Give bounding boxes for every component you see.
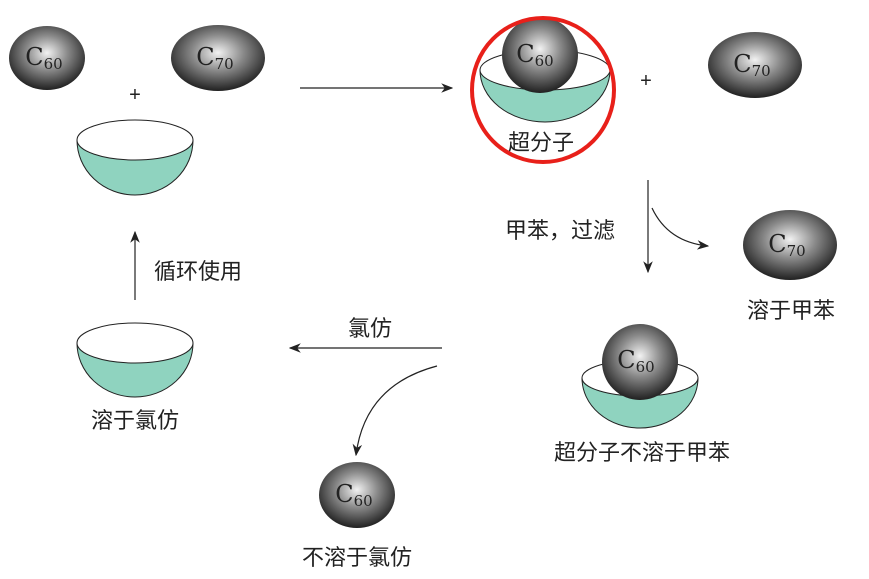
c60-molecule: C60 (319, 462, 395, 528)
svg-text:C60: C60 (25, 43, 62, 73)
supramolecule-complex: C60 (581, 324, 699, 429)
supramolecule-insoluble-label: 超分子不溶于甲苯 (554, 441, 730, 466)
soluble-toluene-label: 溶于甲苯 (747, 299, 835, 324)
host-bowl (76, 322, 194, 398)
recycle-label: 循环使用 (154, 260, 242, 285)
plus-sign: + (129, 84, 141, 106)
precipitate-arrow (352, 365, 438, 457)
chloroform-label: 氯仿 (348, 317, 392, 342)
host-bowl (76, 119, 194, 196)
c70-molecule: C70 (708, 32, 802, 98)
svg-text:C60: C60 (617, 346, 654, 376)
toluene-filter-label: 甲苯，过滤 (505, 219, 615, 244)
svg-text:C70: C70 (733, 50, 770, 80)
c60-molecule: C60 (9, 26, 85, 90)
insoluble-chloroform-label: 不溶于氯仿 (302, 546, 412, 571)
svg-text:C60: C60 (335, 480, 372, 510)
c70-molecule: C70 (171, 25, 265, 91)
svg-text:C60: C60 (516, 40, 553, 70)
highlight-circle (470, 16, 616, 164)
plus-sign: + (640, 70, 652, 92)
supramolecule-complex: C60 (479, 17, 611, 123)
supramolecule-label: 超分子 (508, 131, 574, 156)
c70-molecule: C70 (743, 210, 837, 280)
filtrate-arrow (651, 207, 710, 250)
svg-text:C70: C70 (196, 43, 233, 73)
soluble-chloroform-label: 溶于氯仿 (91, 409, 179, 434)
svg-text:C70: C70 (768, 230, 805, 260)
